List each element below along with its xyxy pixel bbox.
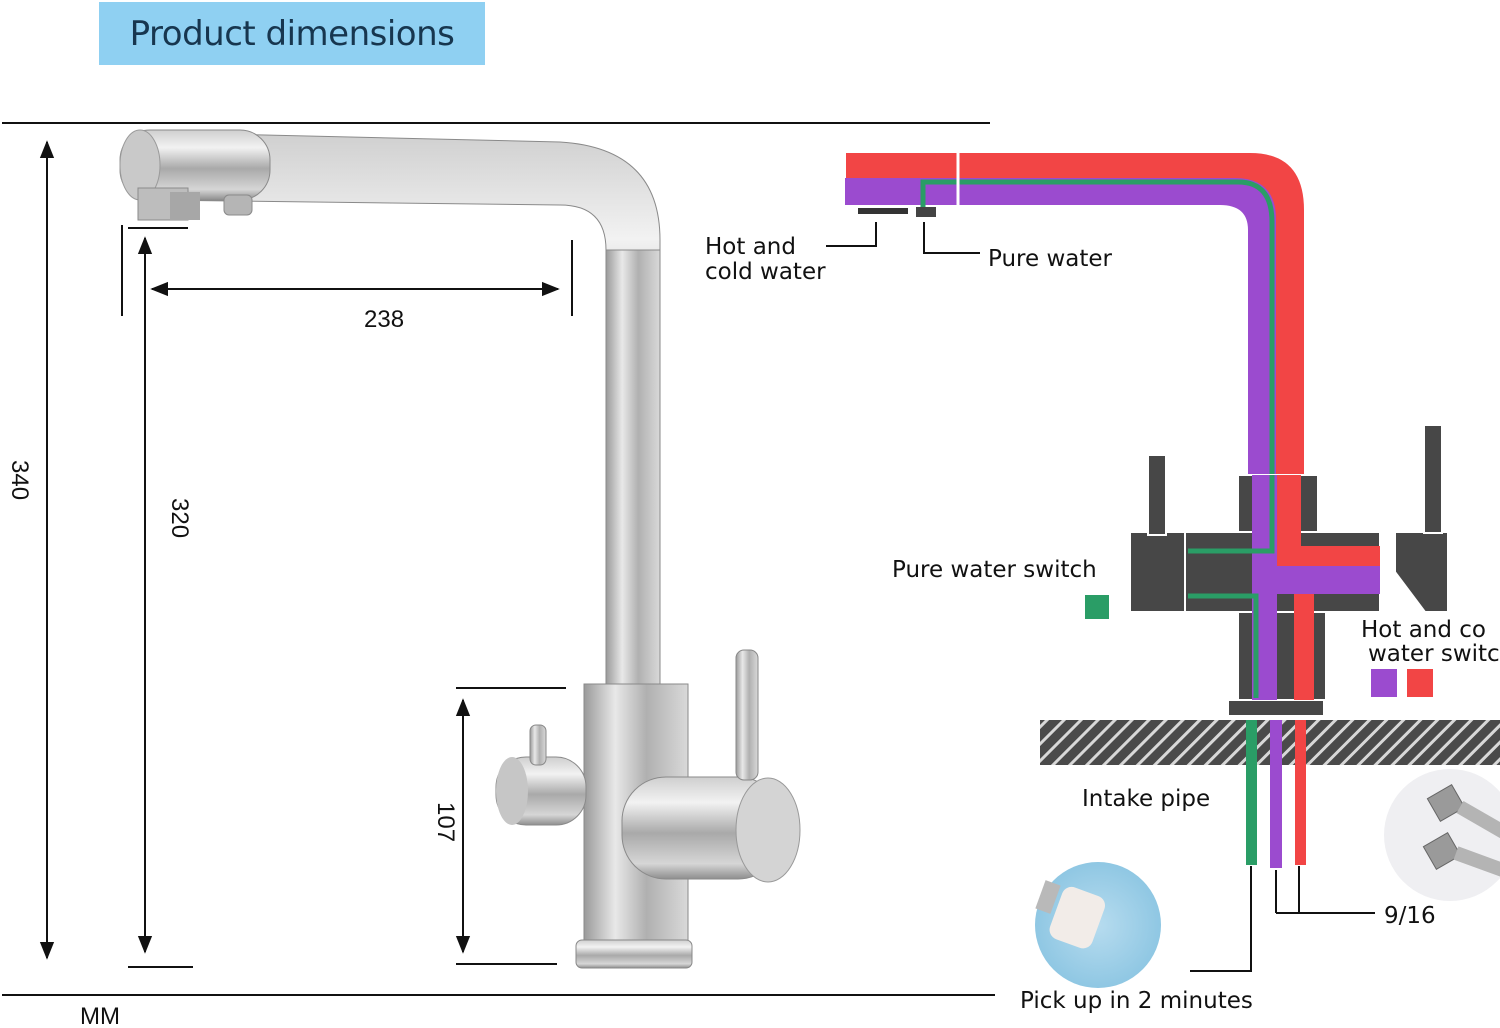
dim-320-label: 320: [166, 498, 193, 538]
pick-up-leader: [1190, 866, 1252, 972]
hot-cold-switch-label-line1: Hot and co: [1361, 617, 1486, 643]
dim-238-label: 238: [364, 306, 404, 333]
intake-pipe-label: Intake pipe: [1082, 786, 1210, 812]
hot-cold-outlet-label-line2: cold water: [705, 259, 826, 285]
pure-water-leader: [923, 222, 980, 254]
pick-up-label: Pick up in 2 minutes: [1020, 988, 1253, 1014]
unit-label: MM: [80, 1003, 120, 1028]
filter-cap-photo: [1035, 862, 1161, 988]
hot-cold-outlet-label-line1: Hot and: [705, 234, 796, 260]
cold-water-swatch: [1371, 669, 1397, 697]
hose-connector-photo: [1384, 769, 1500, 901]
pure-water-label: Pure water: [988, 246, 1113, 272]
hot-cold-outlet-leader: [826, 222, 877, 247]
dim-107-label: 107: [432, 802, 459, 842]
page-title: Product dimensions: [129, 13, 455, 54]
connector-leader: [1275, 866, 1375, 914]
dim-340-label: 340: [6, 460, 33, 500]
hot-cold-switch-label-line2: water switc: [1368, 641, 1500, 667]
faucet-illustration: [119, 129, 801, 969]
pure-water-switch-label: Pure water switch: [892, 557, 1097, 583]
title-banner: Product dimensions: [99, 2, 485, 65]
connector-size-label: 9/16: [1384, 903, 1436, 929]
cross-section-diagram: [826, 150, 1500, 972]
pure-water-swatch: [1085, 595, 1109, 619]
hot-water-swatch: [1407, 669, 1433, 697]
